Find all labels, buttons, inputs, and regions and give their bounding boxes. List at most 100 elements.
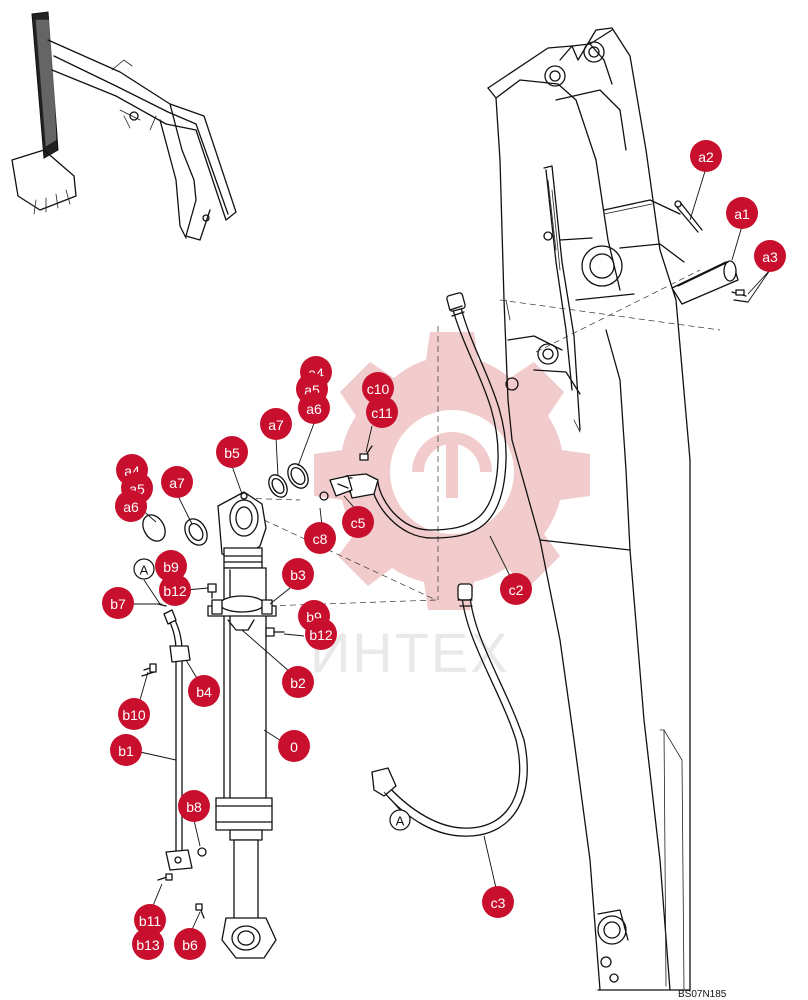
callout-label: b6 (182, 937, 198, 953)
elbow-fitting (329, 445, 373, 497)
callout-marker (726, 197, 758, 229)
callout-b1: b1 (110, 734, 142, 766)
callout-label: b8 (186, 799, 202, 815)
callout-marker (482, 886, 514, 918)
gear-icon (314, 332, 590, 610)
callout-0: 0 (278, 730, 310, 762)
callout-marker (132, 928, 164, 960)
callout-a6-right: a6 (298, 392, 330, 424)
callout-label: c2 (509, 582, 524, 598)
callout-b7: b7 (102, 587, 134, 619)
callout-label: a6 (123, 499, 139, 515)
callout-a7-left: a7 (161, 466, 193, 498)
callout-marker (260, 408, 292, 440)
callout-label: b11 (139, 913, 162, 929)
callout-marker (115, 490, 147, 522)
callout-label: c10 (367, 381, 390, 397)
excavator-thumbnail (11, 11, 237, 241)
seal-washers (142, 463, 329, 857)
callout-a1: a1 (726, 197, 758, 229)
callout-label: a6 (306, 401, 322, 417)
callout-label: a7 (268, 417, 284, 433)
callout-label: b10 (122, 707, 146, 723)
callout-label: c3 (491, 895, 506, 911)
callout-a7-right: a7 (260, 408, 292, 440)
callout-marker (362, 372, 394, 404)
callout-b12-right: b12 (305, 618, 337, 650)
callout-c8: c8 (304, 522, 336, 554)
callout-marker (366, 396, 398, 428)
callout-marker (174, 928, 206, 960)
callout-marker (278, 730, 310, 762)
arm-structure (209, 27, 721, 991)
callout-b8: b8 (178, 790, 210, 822)
callout-b11: b11 (134, 904, 166, 936)
callout-label: b13 (136, 937, 160, 953)
callout-label: a7 (169, 475, 185, 491)
callout-c11: c11 (366, 396, 398, 428)
hydraulic-hose-c3 (371, 583, 528, 837)
callout-b6: b6 (174, 928, 206, 960)
callout-marker (305, 618, 337, 650)
callout-b10: b10 (118, 698, 150, 730)
callout-marker (754, 240, 786, 272)
callout-b5: b5 (216, 436, 248, 468)
callout-label: b7 (110, 596, 126, 612)
callout-label: c8 (313, 531, 328, 547)
callout-marker (161, 466, 193, 498)
callout-label: c11 (371, 405, 393, 421)
callout-marker (110, 734, 142, 766)
callout-c3: c3 (482, 886, 514, 918)
callout-label: b12 (309, 627, 333, 643)
callout-marker (500, 573, 532, 605)
callout-b9-top: b9 (155, 550, 187, 582)
callout-label: b9 (163, 559, 179, 575)
callout-b4: b4 (188, 675, 220, 707)
callout-b2: b2 (282, 666, 314, 698)
callout-label: b1 (118, 743, 134, 759)
callout-marker (282, 558, 314, 590)
callout-label: a2 (698, 149, 714, 165)
view-marker-label: A (140, 563, 149, 578)
callout-marker (298, 392, 330, 424)
view-marker-circle (389, 809, 411, 831)
callout-label: b3 (290, 567, 306, 583)
leader-lines (130, 167, 771, 935)
pipe-b1 (141, 583, 285, 919)
callout-marker (188, 675, 220, 707)
view-a-bottom: A (389, 809, 411, 831)
watermark-text: ИНТЕХ (310, 621, 510, 684)
callout-b12-top: b12 (159, 574, 191, 606)
callout-c5: c5 (342, 506, 374, 538)
callout-marker (134, 904, 166, 936)
callout-marker (342, 506, 374, 538)
callout-marker (102, 587, 134, 619)
callout-label: 0 (290, 739, 298, 755)
view-marker-label: A (396, 814, 405, 829)
callout-c10: c10 (362, 372, 394, 404)
callout-marker (304, 522, 336, 554)
callout-label: b2 (290, 675, 306, 691)
pin-assembly (671, 200, 749, 305)
callout-label: c5 (351, 515, 366, 531)
callout-c2: c2 (500, 573, 532, 605)
callout-marker (155, 550, 187, 582)
callout-label: a1 (734, 206, 750, 222)
callout-a3: a3 (754, 240, 786, 272)
view-marker-circle (133, 558, 155, 580)
callout-marker (282, 666, 314, 698)
callout-label: b4 (196, 684, 212, 700)
callout-marker (118, 698, 150, 730)
callout-b13: b13 (132, 928, 164, 960)
callout-a6-left: a6 (115, 490, 147, 522)
view-a-top: A (133, 558, 155, 580)
hydraulic-hose-c2 (339, 292, 507, 539)
callout-marker (159, 574, 191, 606)
callout-b3: b3 (282, 558, 314, 590)
callout-a2: a2 (690, 140, 722, 172)
callout-marker (216, 436, 248, 468)
drawing-reference-code: BS07N185 (678, 989, 727, 1000)
callout-marker (690, 140, 722, 172)
callout-marker (178, 790, 210, 822)
